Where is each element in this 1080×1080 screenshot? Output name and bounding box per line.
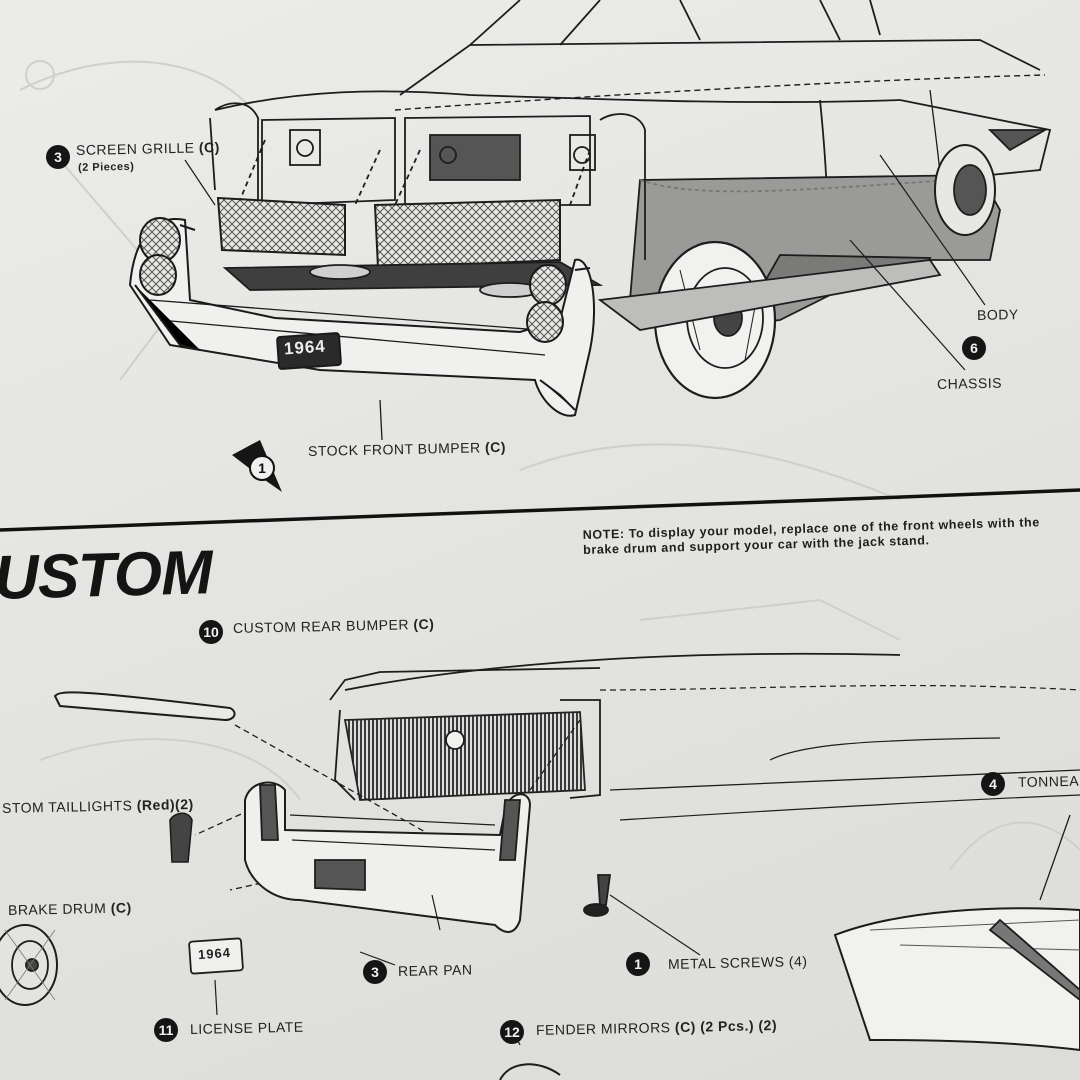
- tonneau-number-badge: 4: [981, 772, 1005, 796]
- custom-rear-bumper-code: (C): [413, 615, 435, 633]
- ghost-print-through: [19, 60, 1080, 871]
- brake-drum-label: BRAKE DRUM (C): [8, 899, 132, 918]
- rear-pan-label: REAR PAN: [397, 961, 473, 979]
- license-plate-label: LICENSE PLATE: [189, 1018, 304, 1037]
- chassis-label: CHASSIS: [936, 374, 1003, 392]
- custom-taillights-name: STOM TAILLIGHTS: [1, 797, 133, 816]
- stock-front-bumper-drawing: [128, 217, 596, 441]
- custom-taillights-code: (Red)(2): [136, 795, 194, 814]
- section-heading: USTOM: [0, 538, 213, 613]
- license-plate-number-badge: 11: [154, 1018, 178, 1042]
- fender-mirrors-number-badge: 12: [500, 1020, 524, 1044]
- chassis-number-badge: 6: [962, 336, 986, 360]
- fender-mirrors-name: FENDER MIRRORS: [535, 1019, 671, 1038]
- car-front-illustration: [184, 0, 1052, 400]
- front-plate-text: 1964: [283, 336, 327, 359]
- custom-rear-bumper-number-badge: 10: [199, 620, 223, 644]
- metal-screws-number-badge: 1: [626, 952, 650, 976]
- screen-grille-label: SCREEN GRILLE (C): [76, 139, 220, 158]
- body-label: BODY: [976, 306, 1019, 323]
- section-divider: [0, 488, 1080, 532]
- car-rear-illustration: [0, 652, 1080, 1080]
- brake-drum-code: (C): [110, 899, 132, 916]
- stock-front-bumper-code: (C): [484, 438, 507, 456]
- brake-drum-name: BRAKE DRUM: [7, 899, 107, 918]
- screen-grille-code: (C): [198, 138, 221, 156]
- step-number-badge: 1: [249, 455, 275, 481]
- fender-mirrors-code: (C) (2 Pcs.) (2): [674, 1016, 778, 1036]
- screen-grille-sub-label: (2 Pieces): [78, 161, 135, 174]
- screen-grille-pieces: (2 Pieces): [77, 160, 135, 174]
- tonneau-label: TONNEAU: [1017, 772, 1080, 790]
- metal-screws-label: METAL SCREWS (4): [667, 953, 808, 972]
- rear-plate-text: 1964: [197, 944, 232, 963]
- note-prefix: NOTE:: [582, 526, 625, 543]
- screen-grille-name: SCREEN GRILLE: [75, 139, 195, 158]
- rear-pan-number-badge: 3: [363, 960, 387, 984]
- screen-grille-number-badge: 3: [46, 145, 70, 169]
